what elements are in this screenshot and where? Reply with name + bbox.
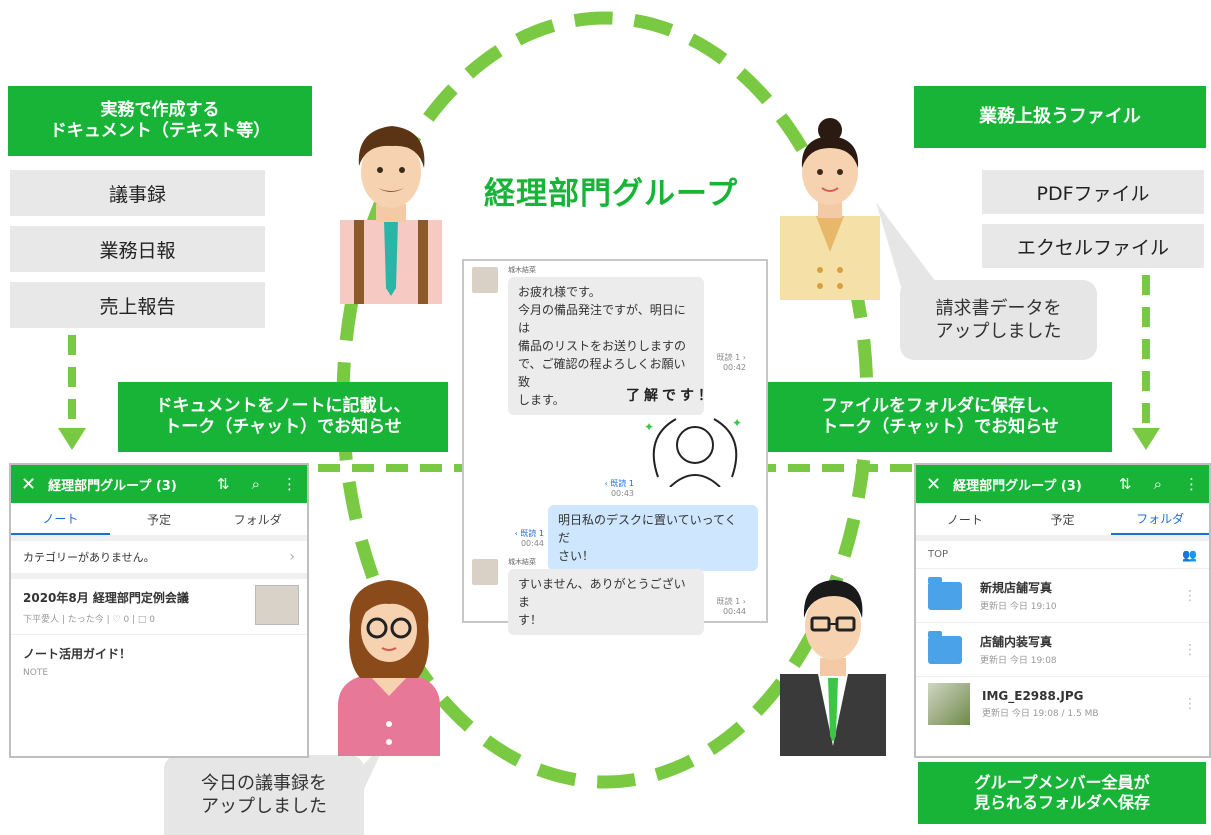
left-down-arrowhead bbox=[58, 428, 86, 450]
file-row-image[interactable]: IMG_E2988.JPG 更新日 今日 19:08 / 1.5 MB ⋮ bbox=[916, 677, 1209, 731]
more-icon[interactable]: ⋮ bbox=[1183, 587, 1197, 604]
folder-path-bar: TOP 👥 bbox=[916, 541, 1209, 569]
note-app-title: 経理部門グループ (3) bbox=[48, 478, 177, 494]
chat-message-outgoing: 明日私のデスクに置いていってくだ さい！ bbox=[548, 505, 758, 571]
sender-name: 城木結菜 bbox=[508, 266, 536, 274]
left-item-minutes: 議事録 bbox=[10, 170, 265, 216]
right-down-arrowhead bbox=[1132, 428, 1160, 450]
right-action-label: ファイルをフォルダに保存し、 トーク（チャット）でお知らせ bbox=[768, 382, 1112, 452]
bottom-right-box: グループメンバー全員が 見られるフォルダへ保存 bbox=[918, 762, 1206, 824]
person-man-suit bbox=[780, 580, 886, 756]
note-post-meta: 下平愛人 | たった今 | ♡ 0 | □ 0 bbox=[23, 615, 156, 625]
svg-text:✦: ✦ bbox=[644, 420, 654, 434]
tab-note[interactable]: ノート bbox=[946, 512, 983, 527]
left-header-box: 実務で作成する ドキュメント（テキスト等） bbox=[8, 86, 312, 156]
folder-app-tabs: ノート 予定 フォルダ bbox=[916, 503, 1209, 541]
chat-message-incoming: すいません、ありがとうございま す！ bbox=[508, 569, 704, 635]
sort-icon[interactable]: ⇅ bbox=[1119, 475, 1132, 493]
folder-app-title: 経理部門グループ (3) bbox=[953, 478, 1082, 494]
folder-app-header: ✕ 経理部門グループ (3) ⇅ ⌕ ⋮ bbox=[916, 465, 1209, 503]
members-icon[interactable]: 👥 bbox=[1182, 547, 1197, 562]
tab-schedule[interactable]: 予定 bbox=[1050, 512, 1075, 527]
chat-message-incoming: お疲れ様です。 今月の備品発注ですが、明日には 備品のリストをお送りしますの で… bbox=[508, 277, 704, 415]
file-name: IMG_E2988.JPG bbox=[982, 689, 1084, 703]
category-row[interactable]: カテゴリーがありません。 › bbox=[11, 541, 307, 579]
folder-icon bbox=[928, 576, 962, 610]
category-row-label: カテゴリーがありません。 bbox=[23, 551, 155, 564]
folder-date: 更新日 今日 19:10 bbox=[980, 602, 1057, 612]
person-woman-glasses bbox=[338, 580, 440, 756]
note-guide-meta: NOTE bbox=[23, 668, 49, 678]
right-item-excel: エクセルファイル bbox=[982, 224, 1204, 268]
search-icon[interactable]: ⌕ bbox=[1153, 475, 1162, 493]
left-action-label: ドキュメントをノートに記載し、 トーク（チャット）でお知らせ bbox=[118, 382, 448, 452]
bubble-minutes-uploaded: 今日の議事録を アップしました bbox=[164, 755, 364, 835]
right-item-pdf: PDFファイル bbox=[982, 170, 1204, 214]
sticker-text: 了解です！ bbox=[626, 388, 716, 404]
tab-folder[interactable]: フォルダ bbox=[1111, 503, 1209, 535]
sender-name: 城木結菜 bbox=[508, 558, 536, 566]
chevron-right-icon: › bbox=[289, 549, 295, 565]
more-icon[interactable]: ⋮ bbox=[1183, 696, 1197, 712]
file-date: 更新日 今日 19:08 / 1.5 MB bbox=[982, 709, 1099, 719]
note-app-header: ✕ 経理部門グループ (3) ⇅ ⌕ ⋮ bbox=[11, 465, 307, 503]
more-icon[interactable]: ⋮ bbox=[1183, 641, 1197, 658]
note-app-screen: ✕ 経理部門グループ (3) ⇅ ⌕ ⋮ ノート 予定 フォルダ カテゴリーがあ… bbox=[9, 463, 309, 758]
image-thumbnail bbox=[928, 683, 970, 725]
person-man-brown-hair bbox=[340, 126, 442, 304]
left-item-sales-report: 売上報告 bbox=[10, 282, 265, 328]
tab-note[interactable]: ノート bbox=[11, 503, 110, 535]
note-post-meeting[interactable]: 2020年8月 経理部門定例会議 下平愛人 | たった今 | ♡ 0 | □ 0 bbox=[11, 579, 307, 635]
note-post-thumbnail bbox=[255, 585, 299, 625]
svg-text:✦: ✦ bbox=[732, 416, 742, 430]
folder-row-interior[interactable]: 店舗内装写真 更新日 今日 19:08 ⋮ bbox=[916, 623, 1209, 677]
more-icon[interactable]: ⋮ bbox=[1184, 475, 1199, 493]
group-title: 経理部門グループ bbox=[484, 176, 739, 212]
note-post-title: 2020年8月 経理部門定例会議 bbox=[23, 591, 189, 605]
folder-name: 店舗内装写真 bbox=[980, 635, 1053, 649]
person-woman-bun bbox=[780, 118, 880, 300]
right-header-box: 業務上扱うファイル bbox=[914, 86, 1206, 148]
tab-folder[interactable]: フォルダ bbox=[233, 512, 282, 527]
note-app-tabs: ノート 予定 フォルダ bbox=[11, 503, 307, 541]
message-meta: 既読 1 ›00:42 bbox=[716, 353, 746, 373]
bubble-invoice-uploaded: 請求書データを アップしました bbox=[900, 280, 1097, 360]
note-guide-title: ノート活用ガイド！ bbox=[23, 647, 132, 661]
close-icon[interactable]: ✕ bbox=[21, 473, 37, 495]
folder-path[interactable]: TOP bbox=[928, 549, 949, 560]
search-icon[interactable]: ⌕ bbox=[251, 475, 260, 493]
sticker-illustration: ✦ ✦ bbox=[644, 416, 742, 487]
note-post-guide[interactable]: ノート活用ガイド！ NOTE bbox=[11, 635, 307, 691]
more-icon[interactable]: ⋮ bbox=[282, 475, 297, 493]
tab-schedule[interactable]: 予定 bbox=[147, 512, 172, 527]
chat-screen: 城木結菜 お疲れ様です。 今月の備品発注ですが、明日には 備品のリストをお送りし… bbox=[462, 259, 768, 635]
left-item-daily-report: 業務日報 bbox=[10, 226, 265, 272]
sort-icon[interactable]: ⇅ bbox=[217, 475, 230, 493]
folder-app-screen: ✕ 経理部門グループ (3) ⇅ ⌕ ⋮ ノート 予定 フォルダ TOP 👥 新… bbox=[914, 463, 1211, 758]
bubble-tail-top-right bbox=[876, 202, 942, 290]
folder-name: 新規店舗写真 bbox=[980, 581, 1053, 595]
message-meta: 既読 1 ›00:44 bbox=[716, 597, 746, 617]
folder-icon bbox=[928, 630, 962, 664]
avatar bbox=[472, 559, 498, 585]
folder-row-new-store[interactable]: 新規店舗写真 更新日 今日 19:10 ⋮ bbox=[916, 569, 1209, 623]
close-icon[interactable]: ✕ bbox=[926, 473, 942, 495]
folder-date: 更新日 今日 19:08 bbox=[980, 656, 1057, 666]
avatar bbox=[472, 267, 498, 293]
